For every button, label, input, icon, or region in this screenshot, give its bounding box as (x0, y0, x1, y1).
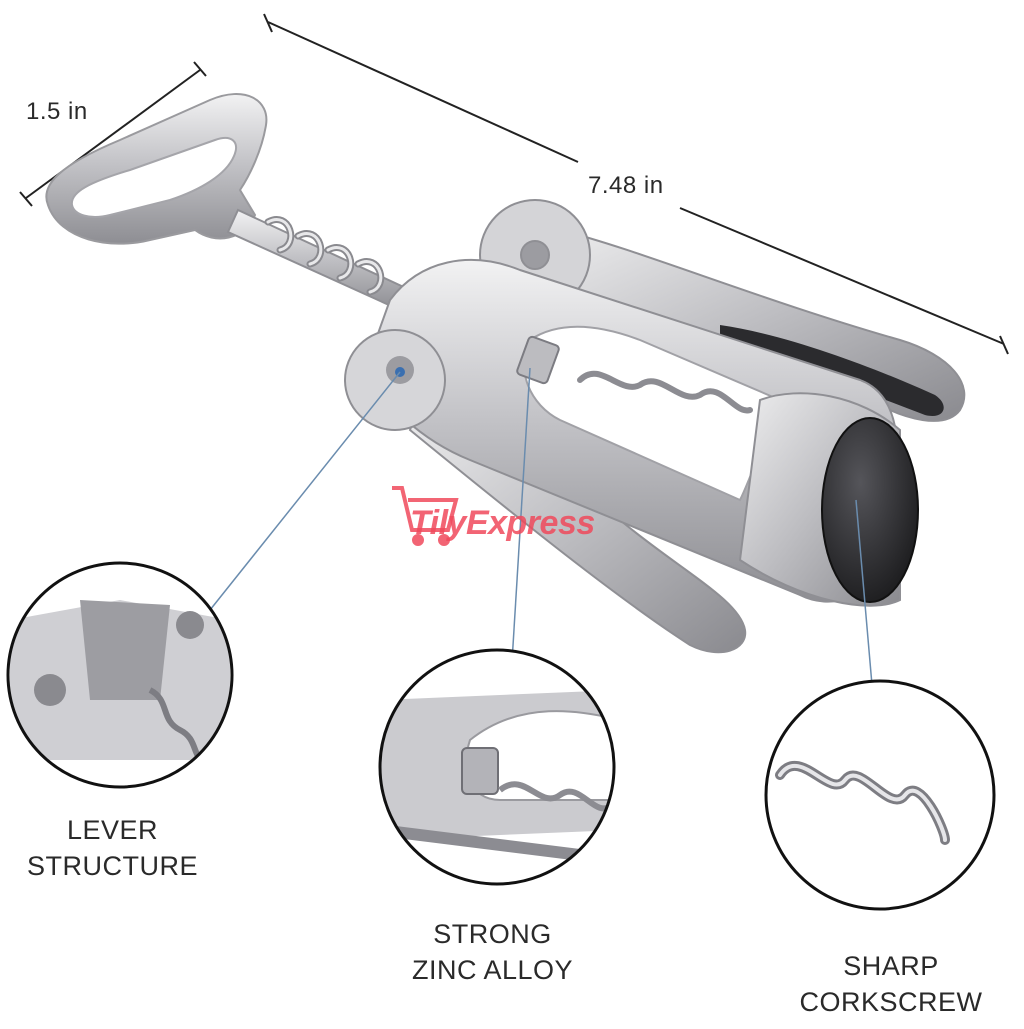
lever-detail-circle (6, 561, 234, 789)
alloy-caption-line2: ZINC ALLOY (411, 955, 574, 985)
corkscrew-caption-line2: CORKSCREW (799, 987, 983, 1017)
lever-caption-line2: STRUCTURE (27, 851, 198, 881)
length-dimension-label: 7.48 in (588, 172, 664, 199)
corkscrew-caption-line1: SHARP (843, 951, 939, 981)
length-dimension-line (263, 13, 1009, 355)
alloy-detail-circle (378, 648, 616, 886)
lower-gear (344, 329, 446, 431)
callout-leader-lines (209, 367, 873, 686)
sharp-corkscrew-caption: SHARP CORKSCREW (780, 948, 1002, 1020)
alloy-caption-line1: STRONG (433, 919, 552, 949)
watermark-text: TilyExpress (410, 504, 595, 542)
top-handle (45, 93, 268, 245)
width-dimension-label: 1.5 in (26, 98, 88, 125)
spiral-shaft (226, 208, 412, 312)
zinc-alloy-caption: STRONG ZINC ALLOY (385, 916, 600, 988)
lever-structure-caption: LEVER STRUCTURE (10, 812, 215, 884)
lever-caption-line1: LEVER (66, 815, 159, 845)
watermark-cart-icon (392, 486, 459, 546)
corkscrew-detail-circle (764, 679, 996, 911)
bell-cap (738, 392, 919, 607)
